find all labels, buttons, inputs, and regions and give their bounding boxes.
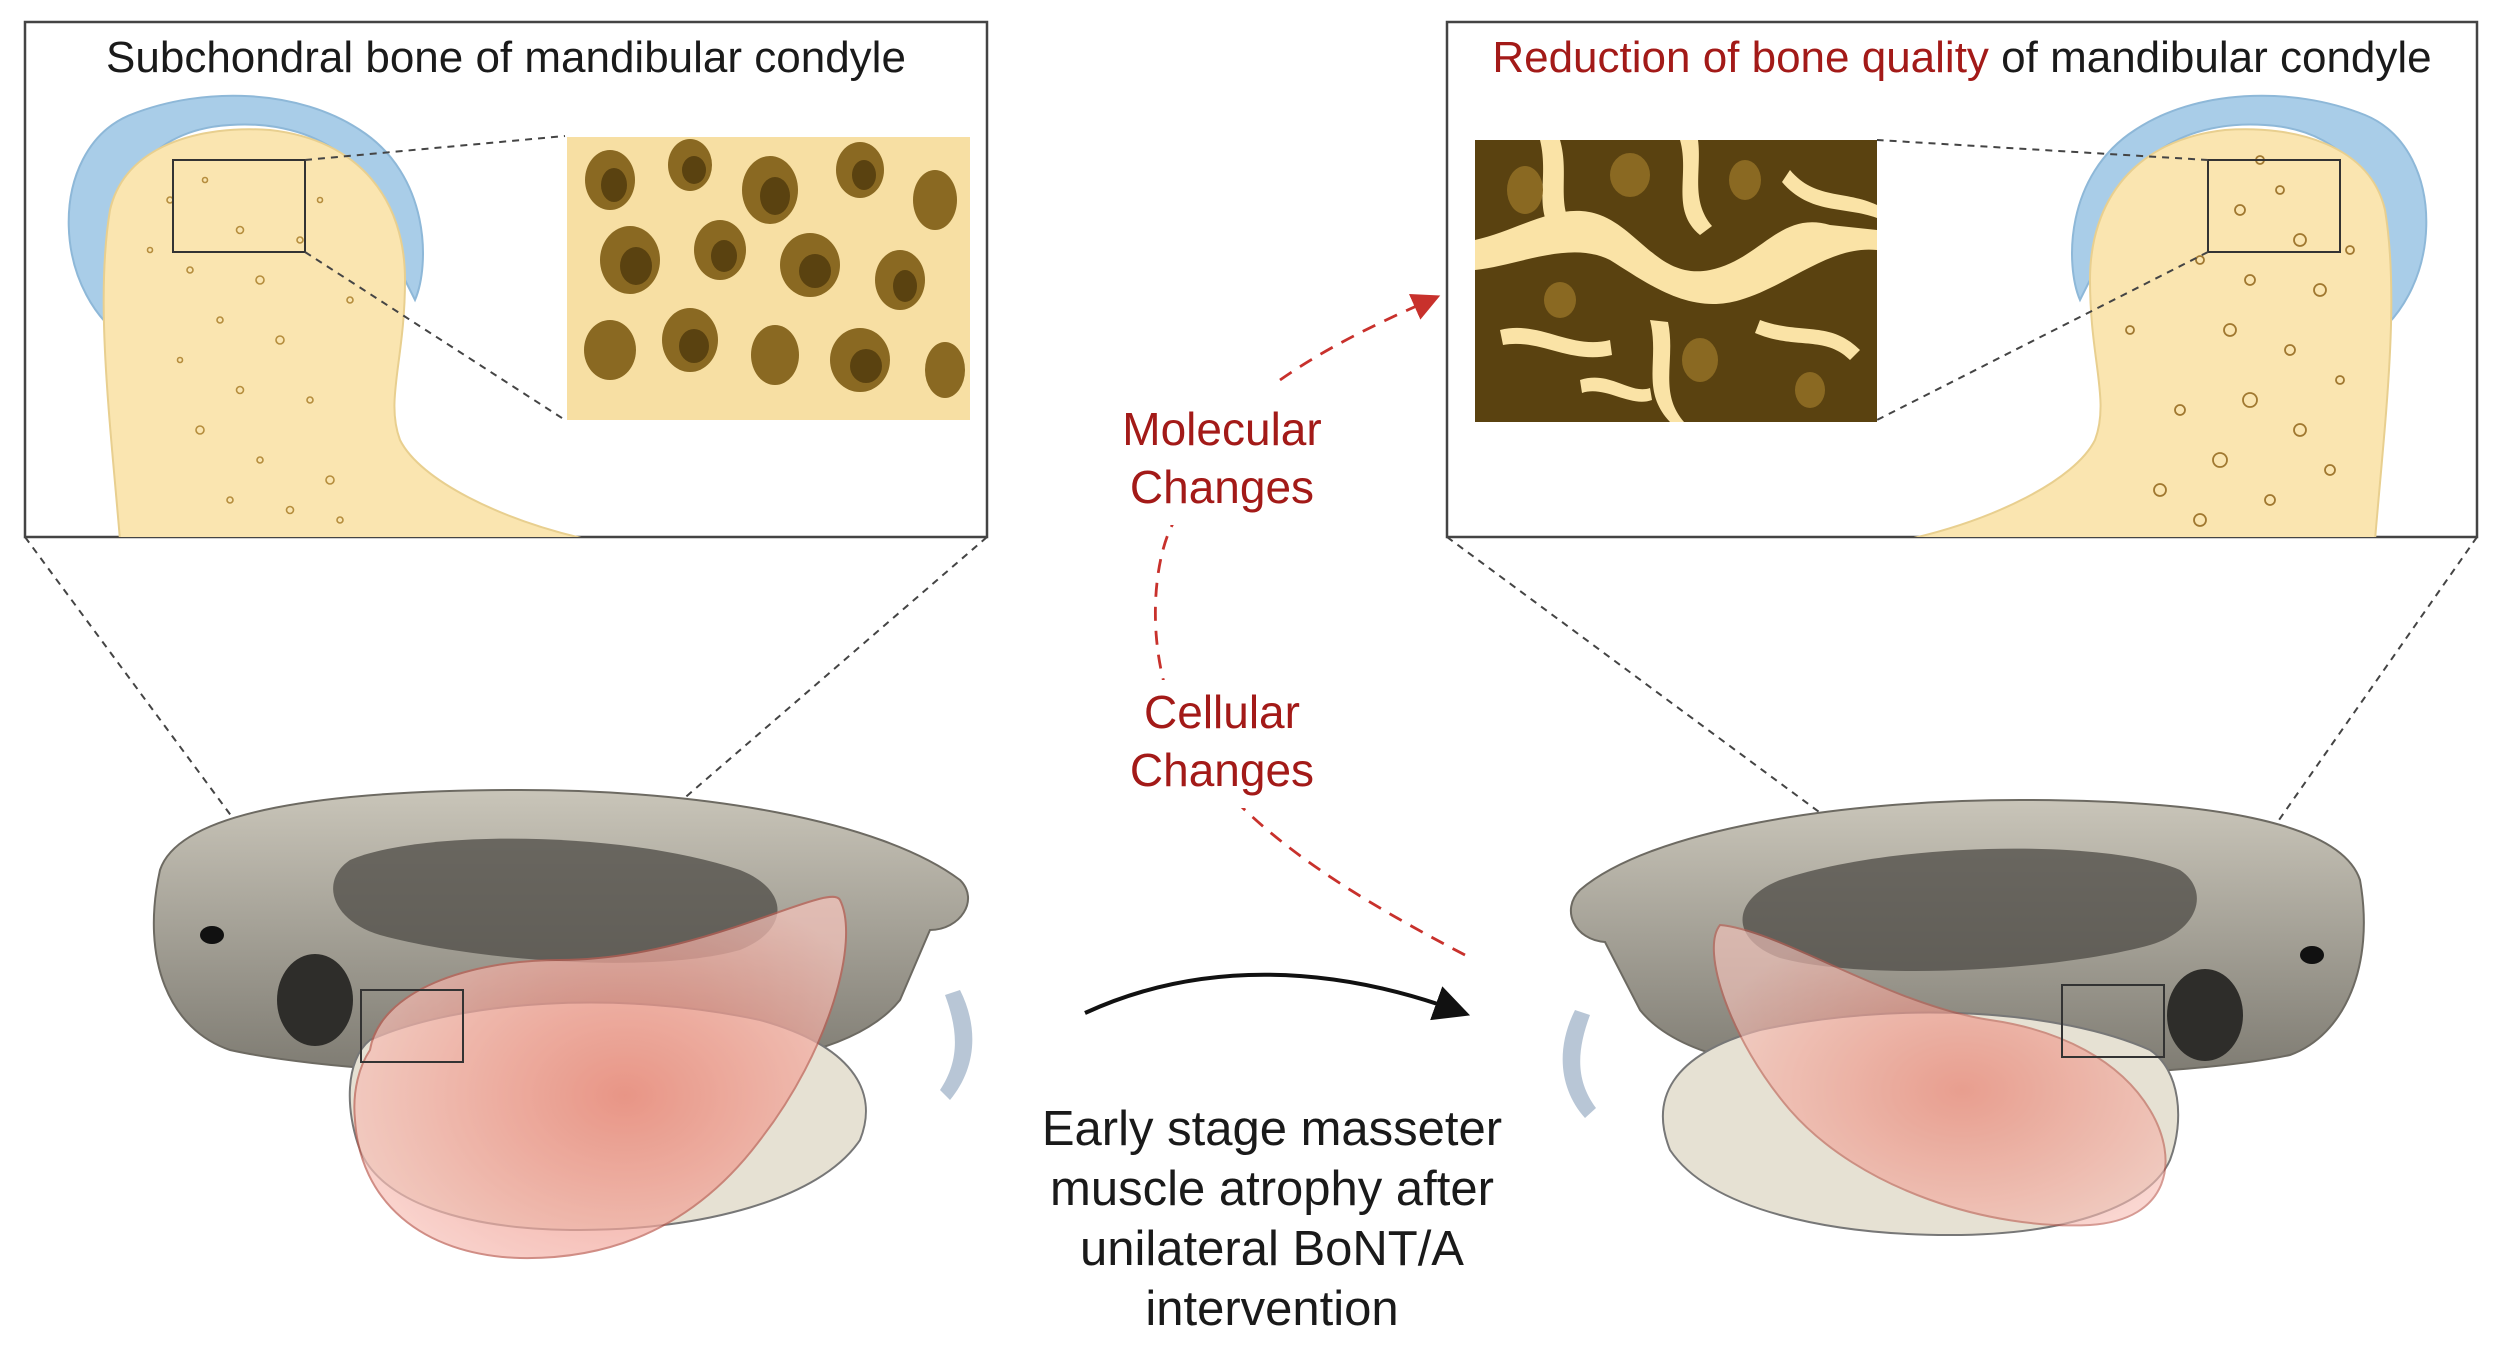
molecular-label-backing xyxy=(1090,395,1355,525)
caption-line3: unilateral BoNT/A xyxy=(1080,1222,1464,1276)
right-condyle-bone xyxy=(1913,128,2393,537)
left-masseter-muscle xyxy=(353,895,847,1260)
cellular-changes-line1: Cellular xyxy=(1144,686,1300,738)
right-skull-roi-box xyxy=(2061,984,2165,1058)
left-condyle-roi-box xyxy=(172,159,306,253)
right-skull-foramen xyxy=(2300,946,2324,964)
left-orbit xyxy=(333,838,778,963)
left-condyle-bone xyxy=(102,128,582,537)
right-orbit xyxy=(1742,848,2197,972)
caption-line1: Early stage masseter xyxy=(1042,1102,1502,1156)
right-panel-title: Reduction of bone quality of mandibular … xyxy=(1492,33,2431,82)
right-bone-pores xyxy=(2125,155,2355,527)
left-skull-roi-box xyxy=(360,989,464,1063)
right-title-highlight: Reduction of bone quality xyxy=(1492,33,1989,82)
left-skull-illustration xyxy=(152,788,973,1260)
left-ear-canal xyxy=(277,954,353,1046)
healthy-trabecular-bone xyxy=(567,137,970,420)
right-incisor-upper xyxy=(1562,1010,1596,1118)
right-ear-canal xyxy=(2167,969,2243,1061)
cellular-to-molecular-dashed-path xyxy=(1154,519,1466,957)
right-skull-illustration xyxy=(1562,798,2365,1237)
right-condyle-roi-box xyxy=(2207,159,2341,253)
right-masseter-muscle-atrophied xyxy=(1712,923,2167,1227)
left-incisor-upper xyxy=(940,990,973,1100)
intervention-arrow xyxy=(1084,972,1471,1021)
left-skull-foramen xyxy=(200,926,224,944)
molecular-changes-line2: Changes xyxy=(1130,461,1314,513)
left-bone-pores xyxy=(146,176,354,524)
caption-line2: muscle atrophy after xyxy=(1050,1162,1494,1216)
right-inset-panel: Reduction of bone quality of mandibular … xyxy=(1445,20,2479,539)
left-panel-title: Subchondral bone of mandibular condyle xyxy=(106,33,906,82)
cellular-label-backing xyxy=(1090,680,1355,808)
degraded-trabecular-bone xyxy=(1475,140,1877,422)
caption-line4: intervention xyxy=(1145,1282,1398,1336)
molecular-to-bone-dashed-arrow xyxy=(1279,294,1441,382)
left-condyle-illustration xyxy=(67,94,970,537)
right-title-rest: of mandibular condyle xyxy=(1989,33,2432,82)
right-condyle-illustration xyxy=(1475,94,2428,537)
left-inset-panel: Subchondral bone of mandibular condyle xyxy=(23,20,989,539)
molecular-changes-line1: Molecular xyxy=(1122,403,1321,455)
cellular-changes-line2: Changes xyxy=(1130,744,1314,796)
